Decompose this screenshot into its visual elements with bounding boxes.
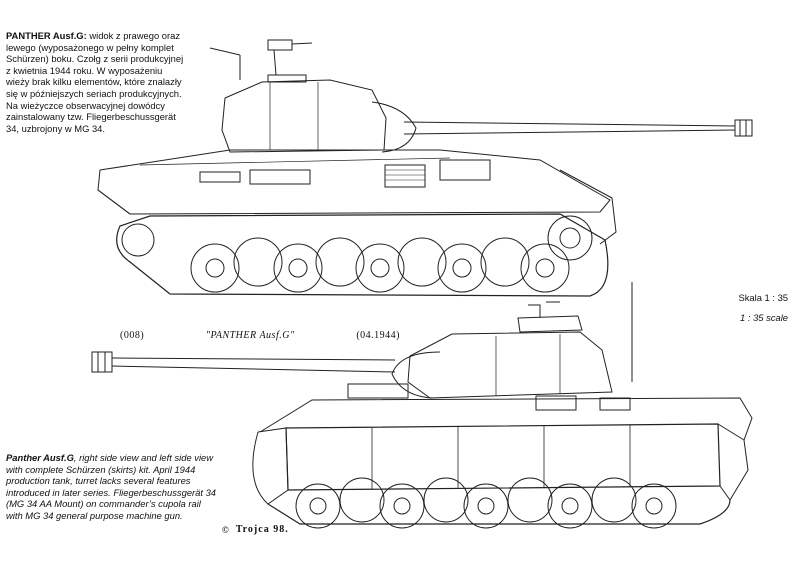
caption-english-text: , right side view and left side view wit… (6, 452, 217, 521)
caption-polish: PANTHER Ausf.G: widok z prawego oraz lew… (6, 30, 184, 134)
artist-signature: © Trojca 98. (222, 524, 289, 535)
scale-polish: Skala 1 : 35 (738, 292, 788, 303)
plate-vehicle-name: "PANTHER Ausf.G" (205, 330, 295, 341)
scale-english: 1 : 35 scale (740, 312, 788, 323)
caption-english-title: Panther Ausf.G (6, 452, 74, 463)
caption-polish-text: widok z prawego oraz lewego (wyposażoneg… (6, 30, 184, 134)
plate-label: (008) "PANTHER Ausf.G" (04.1944) (120, 330, 400, 341)
copyright-symbol: © (222, 524, 230, 535)
artist-name: Trojca 98. (235, 524, 289, 535)
caption-english: Panther Ausf.G, right side view and left… (6, 452, 218, 522)
caption-polish-title: PANTHER Ausf.G: (6, 30, 87, 41)
plate-date: (04.1944) (356, 330, 400, 341)
plate-number: (008) (120, 330, 145, 341)
